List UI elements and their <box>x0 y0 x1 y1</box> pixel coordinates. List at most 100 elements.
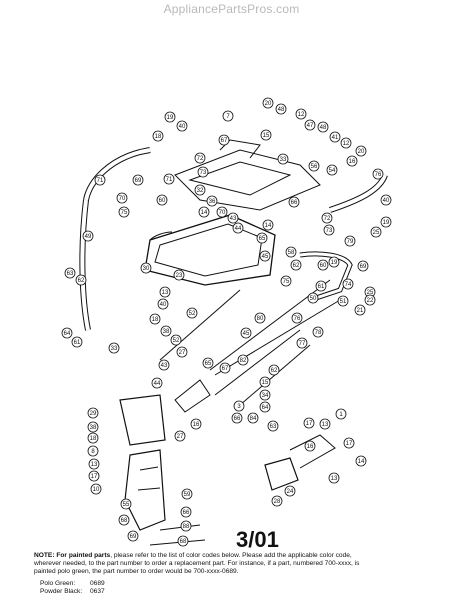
callout-bubble: 3 <box>233 400 245 412</box>
svg-text:13: 13 <box>162 290 169 296</box>
callout-bubble: 69 <box>132 174 144 186</box>
callout-bubble: 43 <box>227 212 239 224</box>
svg-text:38: 38 <box>163 329 170 335</box>
svg-text:73: 73 <box>200 170 207 176</box>
callout-bubble: 45 <box>240 327 252 339</box>
svg-text:62: 62 <box>293 263 300 269</box>
discharge-chute <box>119 394 166 446</box>
svg-text:33: 33 <box>280 157 287 163</box>
svg-text:10: 10 <box>93 487 100 493</box>
svg-text:17: 17 <box>306 421 313 427</box>
color-code-note: NOTE: For painted parts, please refer to… <box>34 552 434 577</box>
callout-bubble: 70 <box>216 206 228 218</box>
svg-text:72: 72 <box>197 156 204 162</box>
svg-text:61: 61 <box>74 340 81 346</box>
callout-bubble: 68 <box>118 514 130 526</box>
svg-text:18: 18 <box>90 436 97 442</box>
callout-bubble: 19 <box>164 111 176 123</box>
svg-text:28: 28 <box>274 499 281 505</box>
callout-bubble: 70 <box>116 192 128 204</box>
svg-text:71: 71 <box>166 177 173 183</box>
callout-bubble: 52 <box>170 334 182 346</box>
svg-text:67: 67 <box>222 366 229 372</box>
callout-bubble: 71 <box>94 174 106 186</box>
callout-bubble: 40 <box>380 194 392 206</box>
svg-text:45: 45 <box>262 254 269 260</box>
callout-bubble: 29 <box>87 407 99 419</box>
svg-text:49: 49 <box>85 234 92 240</box>
callout-bubble: 65 <box>202 357 214 369</box>
callout-bubble: 60 <box>317 259 329 271</box>
svg-text:3: 3 <box>237 404 241 410</box>
callout-bubble: 33 <box>277 153 289 165</box>
svg-text:17: 17 <box>346 441 353 447</box>
svg-text:51: 51 <box>340 299 347 305</box>
svg-text:18: 18 <box>152 317 159 323</box>
callout-bubble: 20 <box>355 145 367 157</box>
svg-text:24: 24 <box>287 489 294 495</box>
callout-bubble: 75 <box>118 206 130 218</box>
callout-bubble: 13 <box>319 418 331 430</box>
svg-text:44: 44 <box>235 226 242 232</box>
svg-text:78: 78 <box>315 330 322 336</box>
svg-text:69: 69 <box>130 534 137 540</box>
svg-text:14: 14 <box>358 459 365 465</box>
svg-text:15: 15 <box>262 380 269 386</box>
svg-text:67: 67 <box>221 138 228 144</box>
callout-bubble: 67 <box>218 134 230 146</box>
callout-bubble: 78 <box>312 326 324 338</box>
svg-text:27: 27 <box>177 434 184 440</box>
svg-text:16: 16 <box>349 159 356 165</box>
callout-bubble: 79 <box>344 235 356 247</box>
callout-bubble: 25 <box>370 226 382 238</box>
callout-bubble: 76 <box>291 312 303 324</box>
callout-bubble: 52 <box>186 307 198 319</box>
svg-text:71: 71 <box>97 178 104 184</box>
callout-bubble: 19 <box>328 256 340 268</box>
color-code-value: 0637 <box>90 588 105 595</box>
callout-bubble: 61 <box>71 336 83 348</box>
callout-bubble: 22 <box>364 294 376 306</box>
callout-bubble: 27 <box>176 346 188 358</box>
svg-text:16: 16 <box>307 444 314 450</box>
callout-bubble: 17 <box>88 470 100 482</box>
svg-text:75: 75 <box>283 279 290 285</box>
callout-bubble: 51 <box>337 295 349 307</box>
svg-text:48: 48 <box>320 125 327 131</box>
callout-bubble: 13 <box>328 472 340 484</box>
date-code: 3/01 <box>236 527 279 552</box>
svg-text:41: 41 <box>332 135 339 141</box>
callout-bubble: 36 <box>206 195 218 207</box>
callout-bubble: 44 <box>232 222 244 234</box>
callout-bubble: 58 <box>285 246 297 258</box>
callout-bubble: 65 <box>256 232 268 244</box>
svg-text:60: 60 <box>159 198 166 204</box>
callout-bubble: 38 <box>160 325 172 337</box>
svg-text:1: 1 <box>339 412 343 418</box>
callout-bubble: 44 <box>151 377 163 389</box>
callout-bubble: 19 <box>380 216 392 228</box>
callout-bubble: 45 <box>259 250 271 262</box>
callout-bubble: 55 <box>120 498 132 510</box>
note-line-2: wherever needed, to the part number to o… <box>34 560 360 568</box>
svg-text:13: 13 <box>91 462 98 468</box>
callout-bubble: 73 <box>197 166 209 178</box>
svg-text:29: 29 <box>90 411 97 417</box>
svg-text:69: 69 <box>360 264 367 270</box>
callout-bubble: 59 <box>181 488 193 500</box>
svg-text:74: 74 <box>345 282 352 288</box>
callout-bubble: 14 <box>262 219 274 231</box>
callout-bubble: 30 <box>140 262 152 274</box>
callout-bubble: 13 <box>159 286 171 298</box>
svg-text:82: 82 <box>240 358 247 364</box>
svg-text:68: 68 <box>180 539 187 545</box>
svg-text:62: 62 <box>271 368 278 374</box>
svg-text:27: 27 <box>179 350 186 356</box>
svg-text:79: 79 <box>347 239 354 245</box>
svg-text:16: 16 <box>193 422 200 428</box>
callout-bubble: 34 <box>259 389 271 401</box>
callout-bubble: 62 <box>268 364 280 376</box>
note-label: NOTE: <box>34 552 55 559</box>
callout-bubble: 63 <box>267 420 279 432</box>
